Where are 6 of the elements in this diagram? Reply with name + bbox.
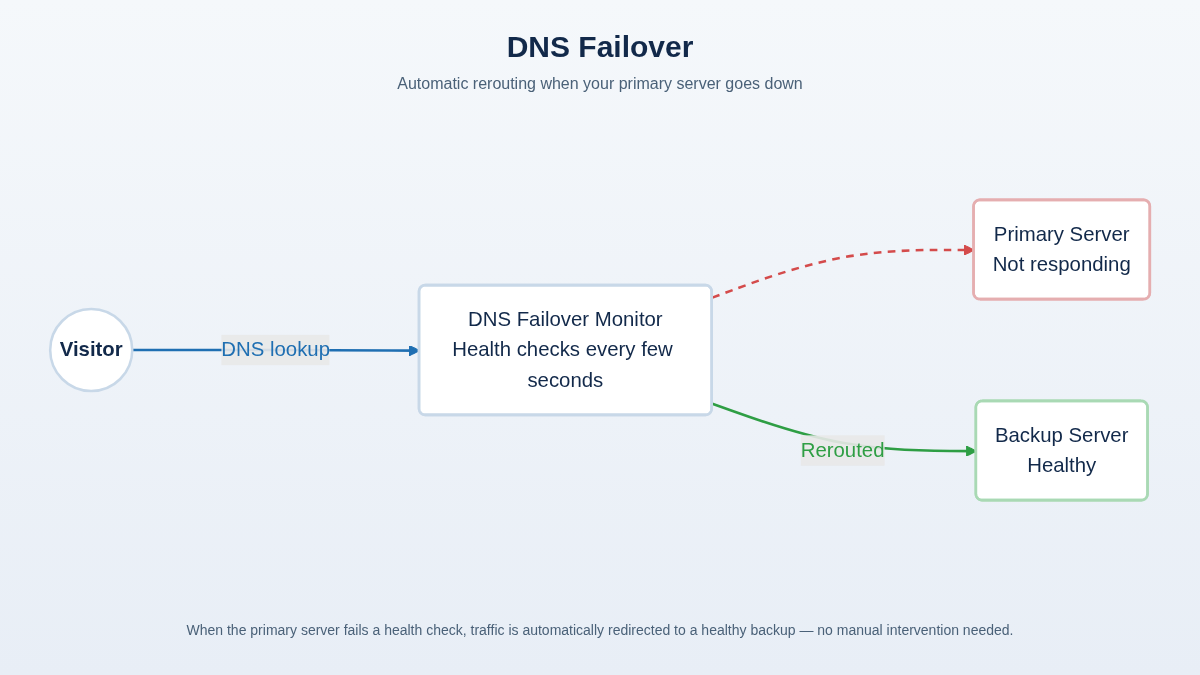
subtitle: Automatic rerouting when your primary server goes down [397, 75, 803, 92]
caption: When the primary server fails a health check, traffic is automatically redirected to a healthy backup — no manual intervention needed. [185, 622, 1015, 638]
title: DNS Failover [505, 30, 695, 64]
node-circle: Visitor [48, 307, 134, 393]
edge-label: Rerouted [800, 439, 885, 461]
edge-label: DNS lookup [221, 338, 330, 361]
